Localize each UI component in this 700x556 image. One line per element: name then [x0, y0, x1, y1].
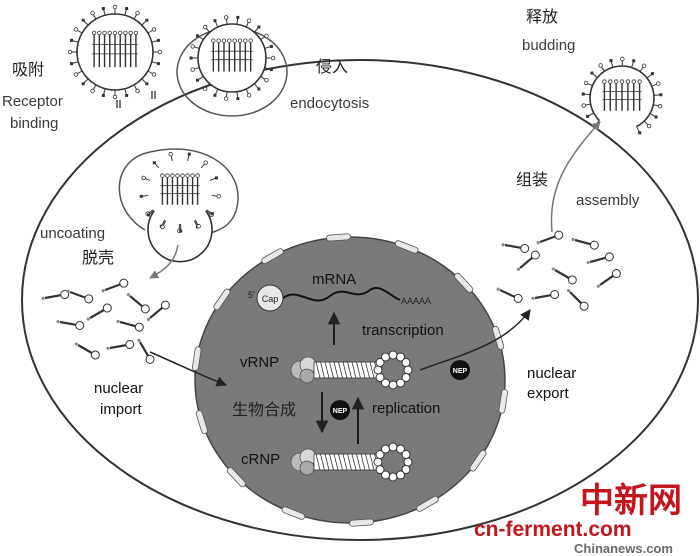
watermark: 中新网 cn-ferment.com Chinanews.com	[474, 481, 682, 556]
watermark-site2: Chinanews.com	[574, 541, 673, 556]
crnp-complex	[290, 442, 413, 482]
arrow-nuclear-import	[149, 351, 227, 387]
watermark-brand: 中新网	[580, 481, 682, 521]
virion-receptor-binding	[67, 4, 163, 100]
budding-cn: 释放	[526, 7, 558, 26]
budding-en: budding	[522, 37, 575, 54]
nuclear-import-line1: nuclear	[94, 380, 143, 397]
endocytosis-vesicle	[176, 15, 288, 117]
rnp-cluster-assembly	[496, 230, 621, 311]
receptor-binding-en-line2: binding	[10, 115, 58, 132]
endocytosis-en: endocytosis	[290, 95, 369, 112]
vrnp-label: vRNP	[240, 354, 279, 371]
assembly-cn: 组装	[516, 170, 548, 189]
vrnp-complex	[290, 350, 413, 390]
nep-badge-replication: NEP	[330, 400, 350, 420]
nep-badge-export: NEP	[450, 360, 470, 380]
svg-text:NEP: NEP	[333, 408, 348, 415]
watermark-site: cn-ferment.com	[474, 518, 632, 541]
receptor-binding-en-line1: Receptor	[2, 93, 63, 110]
polya-label: AAAAA	[401, 296, 431, 306]
transcription-label: transcription	[362, 322, 444, 339]
receptor-binding-cn: 吸附	[12, 60, 44, 79]
mrna-strand: Cap 5' AAAAA	[248, 284, 431, 312]
rnp-cluster-cytoplasm	[41, 278, 170, 364]
virion-budding	[581, 56, 663, 135]
uncoating-vesicle	[118, 148, 239, 263]
nuclear-export-line1: nuclear	[527, 365, 576, 382]
biosynthesis-cn: 生物合成	[232, 400, 296, 419]
uncoating-cn: 脱壳	[82, 248, 114, 267]
assembly-en: assembly	[576, 192, 640, 209]
five-prime-label: 5'	[248, 290, 255, 300]
arrow-assembly	[550, 121, 601, 233]
arrow-uncoating	[149, 244, 179, 279]
mrna-label: mRNA	[312, 271, 356, 288]
replication-label: replication	[372, 400, 440, 417]
uncoating-en: uncoating	[40, 225, 105, 242]
svg-text:NEP: NEP	[453, 368, 468, 375]
receptors	[116, 91, 156, 108]
cap-label: Cap	[262, 294, 279, 304]
nuclear-export-line2: export	[527, 385, 570, 402]
nuclear-import-line2: import	[100, 401, 143, 418]
arrow-nuclear-export	[419, 309, 531, 371]
endocytosis-cn: 侵入	[316, 57, 348, 76]
crnp-label: cRNP	[241, 451, 280, 468]
